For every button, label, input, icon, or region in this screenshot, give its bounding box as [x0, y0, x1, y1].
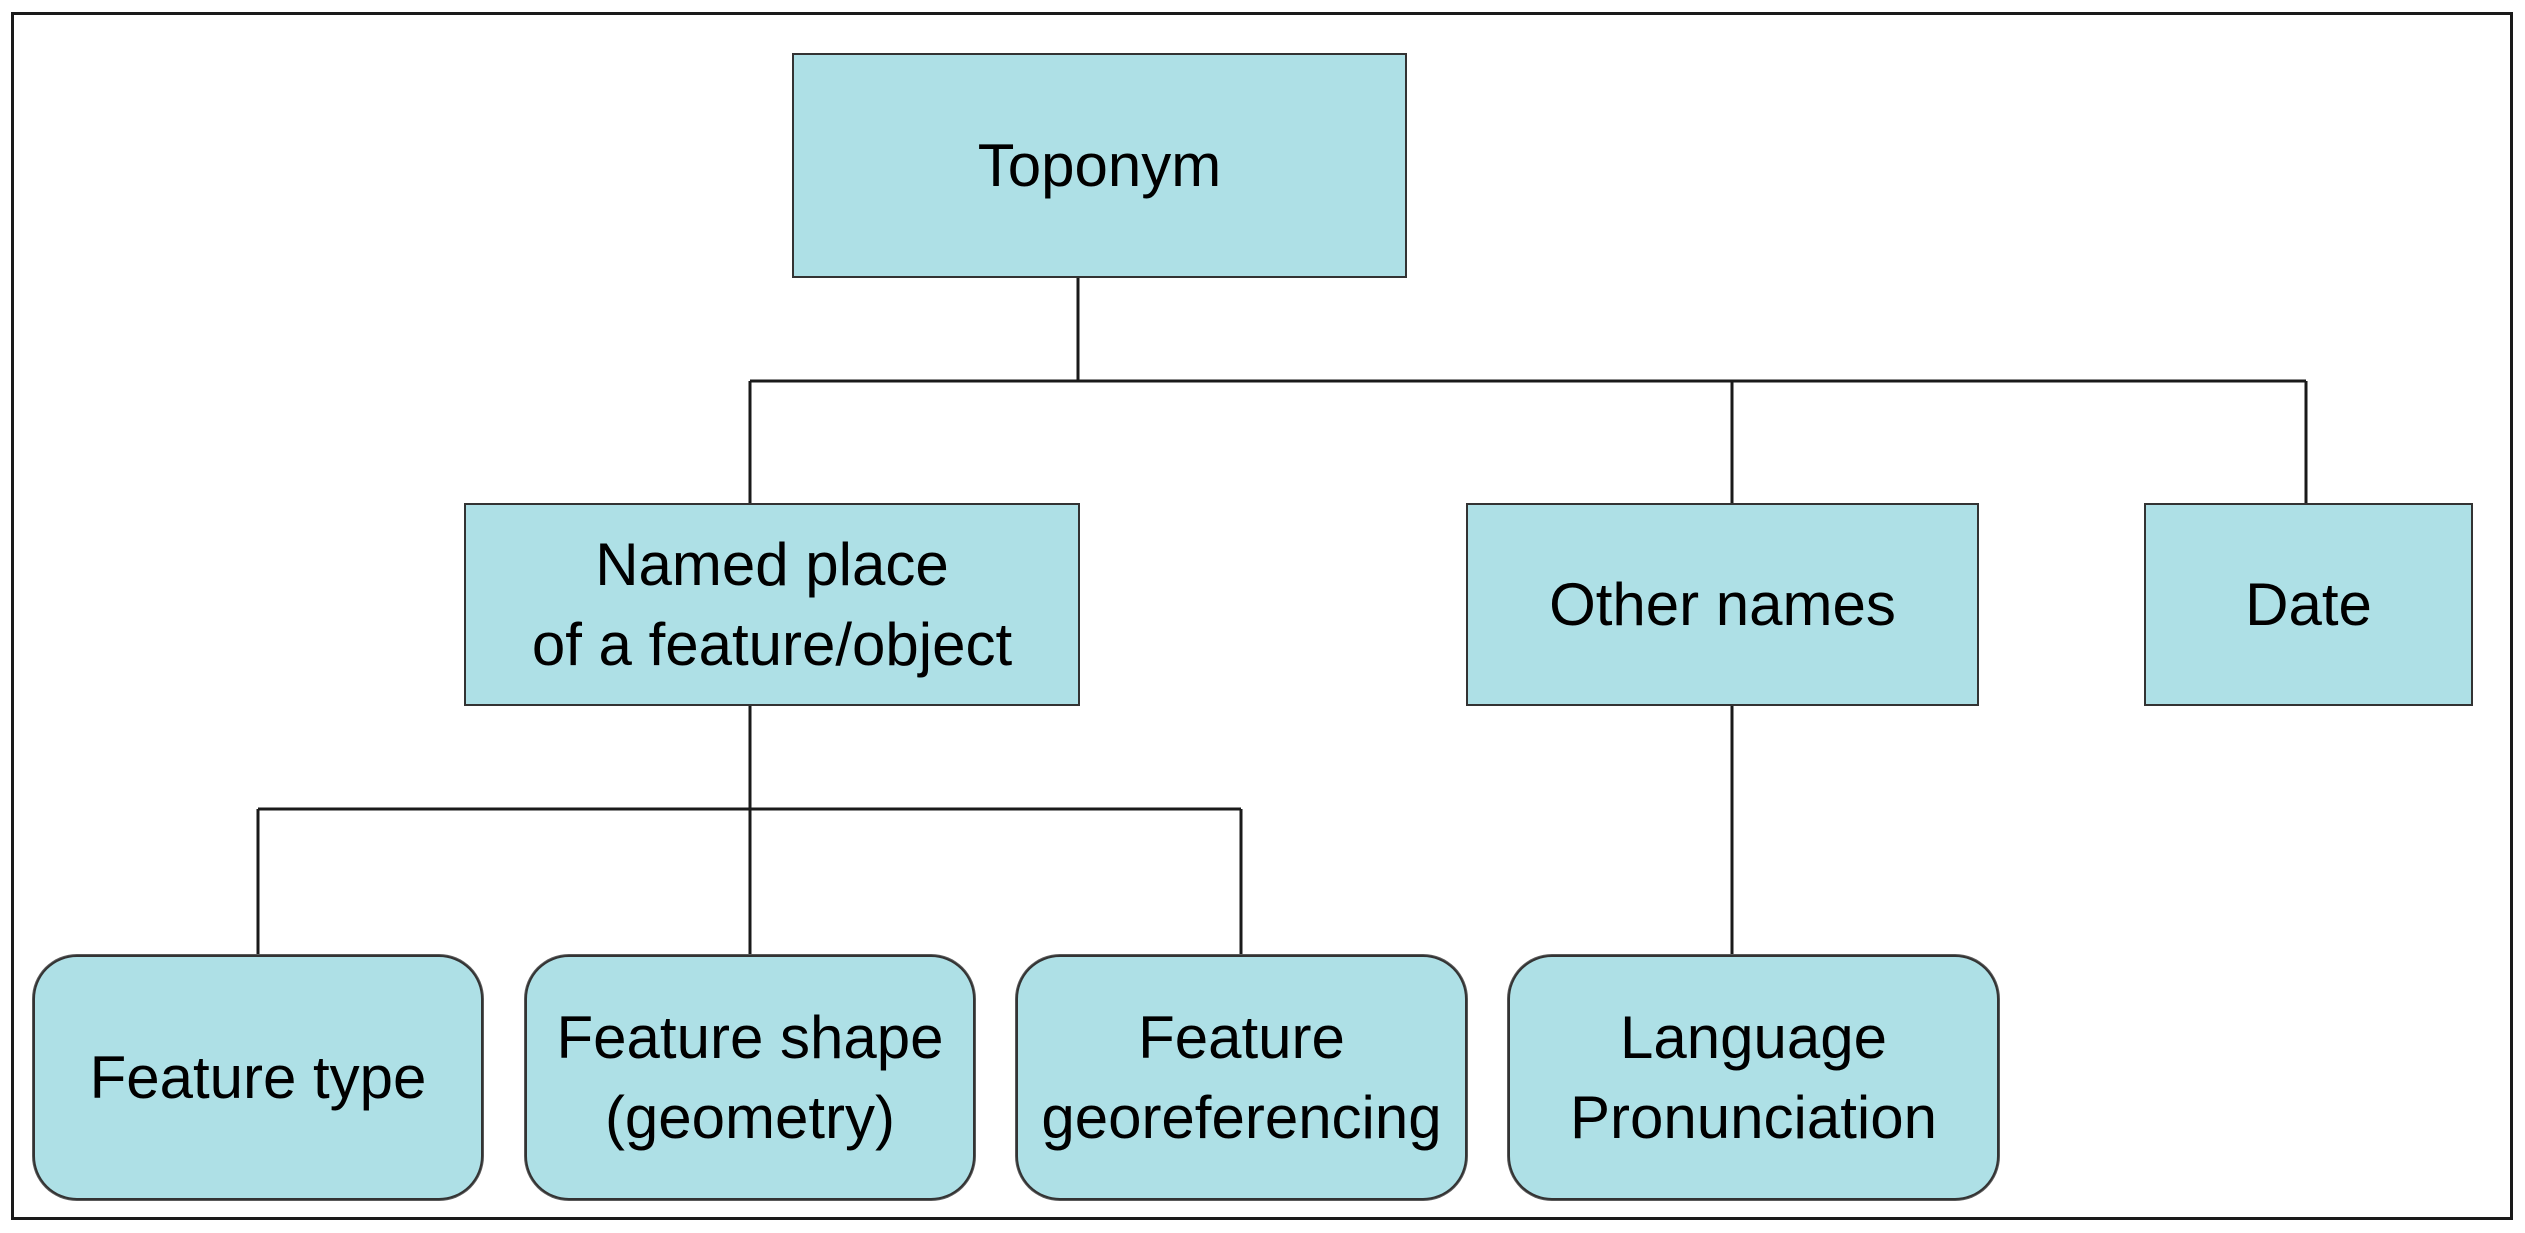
node-feature-shape-label: Feature shape (geometry): [556, 1004, 944, 1151]
node-named-place: Named place of a feature/object: [464, 503, 1080, 706]
node-toponym-label: Toponym: [977, 131, 1222, 199]
node-feature-type: Feature type: [33, 955, 483, 1200]
node-date: Date: [2144, 503, 2473, 706]
node-feature-shape: Feature shape (geometry): [525, 955, 975, 1200]
node-toponym: Toponym: [792, 53, 1407, 278]
node-language-pronunciation-label: Language Pronunciation: [1570, 1004, 1937, 1151]
node-other-names: Other names: [1466, 503, 1979, 706]
node-feature-type-label: Feature type: [89, 1043, 427, 1111]
node-named-place-label: Named place of a feature/object: [531, 531, 1013, 678]
node-feature-georeferencing-label: Feature georeferencing: [1041, 1004, 1442, 1151]
node-feature-georeferencing: Feature georeferencing: [1016, 955, 1467, 1200]
node-other-names-label: Other names: [1549, 570, 1896, 638]
node-date-label: Date: [2245, 570, 2372, 638]
node-language-pronunciation: Language Pronunciation: [1508, 955, 1999, 1200]
